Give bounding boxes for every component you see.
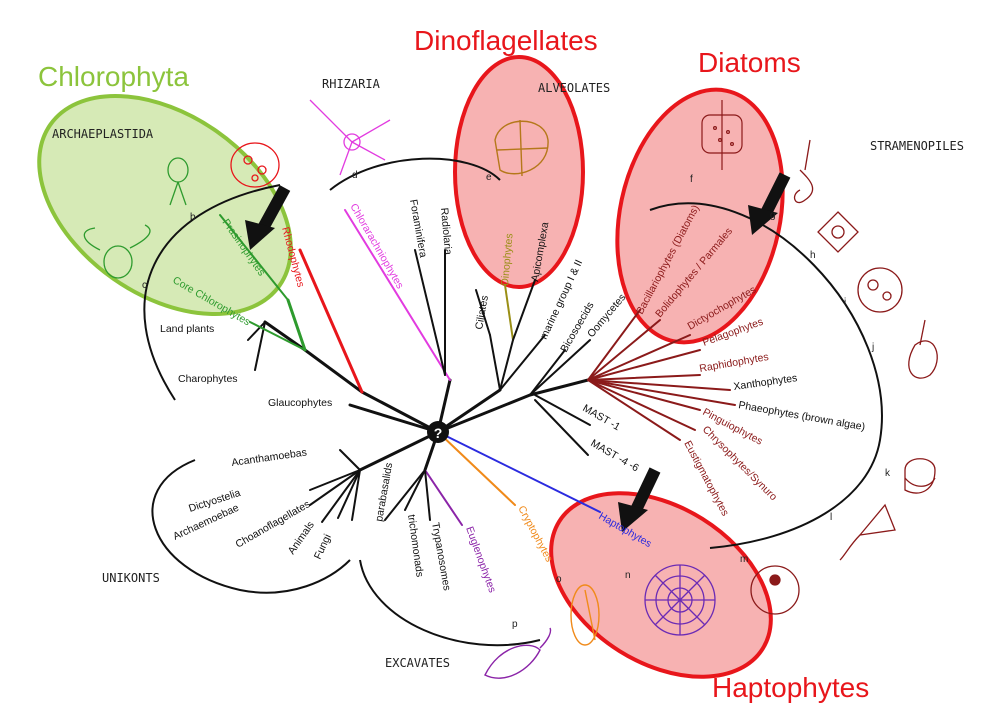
taxon-chlorarachniophytes: Chlorarachniophytes	[347, 202, 406, 291]
taxon-animals: Animals	[286, 519, 317, 556]
sketch-g	[793, 139, 814, 204]
taxon-phaeophytes: Phaeophytes (brown algae)	[737, 399, 866, 433]
taxon-fungi: Fungi	[312, 532, 334, 561]
sketch-j	[908, 319, 938, 379]
organism-sketches	[83, 99, 938, 679]
sketch-b	[167, 157, 189, 206]
supergroup-stramenopiles: STRAMENOPILES	[870, 139, 964, 153]
supergroup-arcs	[143, 157, 883, 647]
archaeplastida-arc	[143, 184, 281, 401]
sketch-d	[309, 99, 391, 176]
sketch-red-alga	[230, 142, 280, 188]
figure-letter-k: k	[885, 468, 891, 479]
taxon-acanthamoebas: Acanthamoebas	[231, 447, 308, 469]
figure-letter-h: h	[810, 250, 816, 261]
sketch-o	[570, 584, 600, 646]
figure-letter-b: b	[190, 212, 196, 223]
taxon-xanthophytes: Xanthophytes	[733, 372, 798, 393]
supergroup-alveolates: ALVEOLATES	[538, 81, 610, 95]
supergroup-excavates: EXCAVATES	[385, 656, 450, 670]
stramenopile-arc	[649, 202, 883, 549]
sketch-k	[904, 458, 936, 494]
taxon-cryptophytes: Cryptophytes	[515, 504, 555, 564]
arrow-chlorophyta	[245, 185, 291, 250]
arrow-diatoms	[748, 172, 791, 235]
taxon-charophytes: Charophytes	[178, 373, 238, 385]
supergroup-unikonts: UNIKONTS	[102, 571, 160, 585]
taxon-land-plants: Land plants	[160, 323, 214, 335]
figure-letter-g: g	[770, 210, 776, 221]
taxon-trypanosomes: Trypanosomes	[429, 521, 453, 591]
sketch-e	[494, 119, 549, 177]
figure-letter-l: l	[830, 512, 832, 523]
title-chlorophyta: Chlorophyta	[38, 61, 189, 92]
title-haptophytes: Haptophytes	[712, 672, 869, 703]
chlorophyta-highlight	[37, 93, 293, 317]
title-dinoflagellates: Dinoflagellates	[414, 25, 598, 56]
taxon-glaucophytes: Glaucophytes	[268, 397, 332, 409]
diatoms-highlight	[615, 87, 785, 345]
taxon-parabasalids: parabasalids	[373, 462, 395, 523]
taxon-radiolaria: Radiolaria	[438, 207, 454, 255]
sketch-m	[750, 565, 800, 615]
unikont-arc	[151, 459, 351, 594]
sketch-l	[839, 503, 896, 561]
figure-letter-d: d	[352, 170, 358, 181]
figure-letter-c: c	[142, 280, 147, 291]
tree-branches	[219, 209, 736, 526]
supergroup-archaeplastida: ARCHAEPLASTIDA	[52, 127, 154, 141]
taxon-mast1: MAST -1	[581, 402, 623, 433]
dinoflagellates-highlight	[453, 55, 585, 289]
arrows	[245, 172, 791, 532]
rhizaria-alveolate-arc	[329, 157, 501, 191]
figure-letter-m: m	[740, 554, 748, 565]
sketch-c	[83, 224, 151, 279]
root-node-symbol: ?	[434, 425, 443, 441]
taxon-dinophytes: Dinophytes	[499, 233, 516, 286]
figure-letter-n: n	[625, 570, 631, 581]
figure-letter-e: e	[486, 172, 492, 183]
root-node	[427, 421, 449, 443]
title-diatoms: Diatoms	[698, 47, 801, 78]
arrow-haptophytes	[618, 467, 661, 532]
figure-letter-j: j	[871, 342, 874, 353]
taxon-raphidophytes: Raphidophytes	[698, 351, 769, 375]
figure-letter-p: p	[512, 619, 518, 630]
figure-letter-f: f	[690, 174, 693, 185]
supergroup-rhizaria: RHIZARIA	[322, 77, 381, 91]
sketch-i	[857, 267, 903, 313]
taxon-euglenophytes: Euglenophytes	[463, 525, 498, 594]
taxon-mast46: MAST -4 -6	[589, 437, 641, 474]
sketch-p	[484, 627, 552, 679]
excavate-arc	[359, 559, 541, 647]
figure-letter-i: i	[844, 297, 846, 308]
taxon-ciliates: Ciliates	[473, 295, 491, 331]
figure-letter-o: o	[556, 574, 562, 585]
taxon-foraminifera: Foraminifera	[407, 198, 429, 258]
sketch-f	[701, 100, 743, 170]
taxon-trichomonads: trichomonads	[405, 514, 426, 578]
sketch-n	[644, 564, 716, 636]
sketch-h	[817, 211, 859, 253]
